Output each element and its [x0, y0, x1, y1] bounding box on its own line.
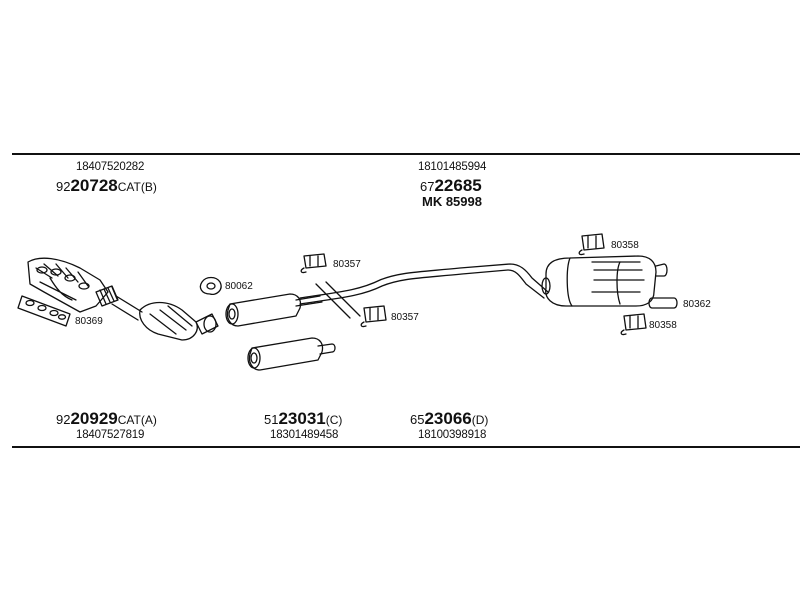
bottom-left-part-number: 9220929CAT(A)	[56, 410, 157, 427]
part-number: 23066	[424, 409, 472, 428]
part-suffix: CAT(B)	[117, 180, 157, 194]
rear-silencer-icon	[541, 255, 668, 307]
top-center-ref: 18101485994	[418, 161, 487, 173]
middle-pipe-icon	[299, 263, 549, 319]
top-left-ref: 18407520282	[76, 161, 145, 173]
alt-silencer-icon	[247, 337, 336, 371]
exhaust-manifold-icon	[27, 257, 119, 313]
gasket-ring-label: 80062	[225, 281, 253, 292]
bottom-mid-ref: 18301489458	[270, 429, 339, 441]
rubber-block-icon	[648, 297, 678, 309]
part-number: 22685	[434, 176, 482, 195]
bottom-right-part-number: 6523066(D)	[410, 410, 488, 427]
top-rule	[12, 153, 800, 155]
hanger-bottom-icon	[360, 305, 387, 328]
part-prefix: 51	[264, 412, 279, 427]
rubber-block-label: 80362	[683, 299, 711, 310]
part-prefix: 92	[56, 179, 71, 194]
bottom-right-ref: 18100398918	[418, 429, 487, 441]
part-number: 23031	[278, 409, 326, 428]
hanger-rear-top-label: 80358	[611, 240, 639, 251]
part-prefix: 92	[56, 412, 71, 427]
bottom-mid-part-number: 5123031(C)	[264, 410, 342, 427]
part-prefix: 65	[410, 412, 425, 427]
hanger-top-icon	[300, 253, 327, 274]
hanger-rear-top-icon	[578, 233, 605, 256]
manifold-gasket-icon	[17, 295, 71, 327]
hanger-bottom-label: 80357	[391, 312, 419, 323]
hanger-rear-bottom-label: 80358	[649, 320, 677, 331]
part-prefix: 67	[420, 179, 435, 194]
part-suffix: (D)	[471, 413, 489, 427]
top-center-part-number: 6722685	[420, 177, 482, 194]
bottom-left-ref: 18407527819	[76, 429, 145, 441]
gasket-ring-icon	[199, 276, 222, 296]
bottom-rule	[12, 446, 800, 448]
part-number: 20728	[70, 176, 118, 195]
hanger-top-label: 80357	[333, 259, 361, 270]
part-number: 20929	[70, 409, 118, 428]
hanger-rear-bottom-icon	[620, 313, 647, 336]
gasket-front-label: 80369	[75, 316, 103, 327]
middle-silencer-icon	[225, 293, 323, 327]
part-suffix: (C)	[325, 413, 343, 427]
top-left-part-number: 9220728CAT(B)	[56, 177, 157, 194]
catalytic-converter-icon	[139, 301, 219, 341]
part-suffix: CAT(A)	[117, 413, 157, 427]
top-center-mk: MK 85998	[422, 194, 482, 209]
